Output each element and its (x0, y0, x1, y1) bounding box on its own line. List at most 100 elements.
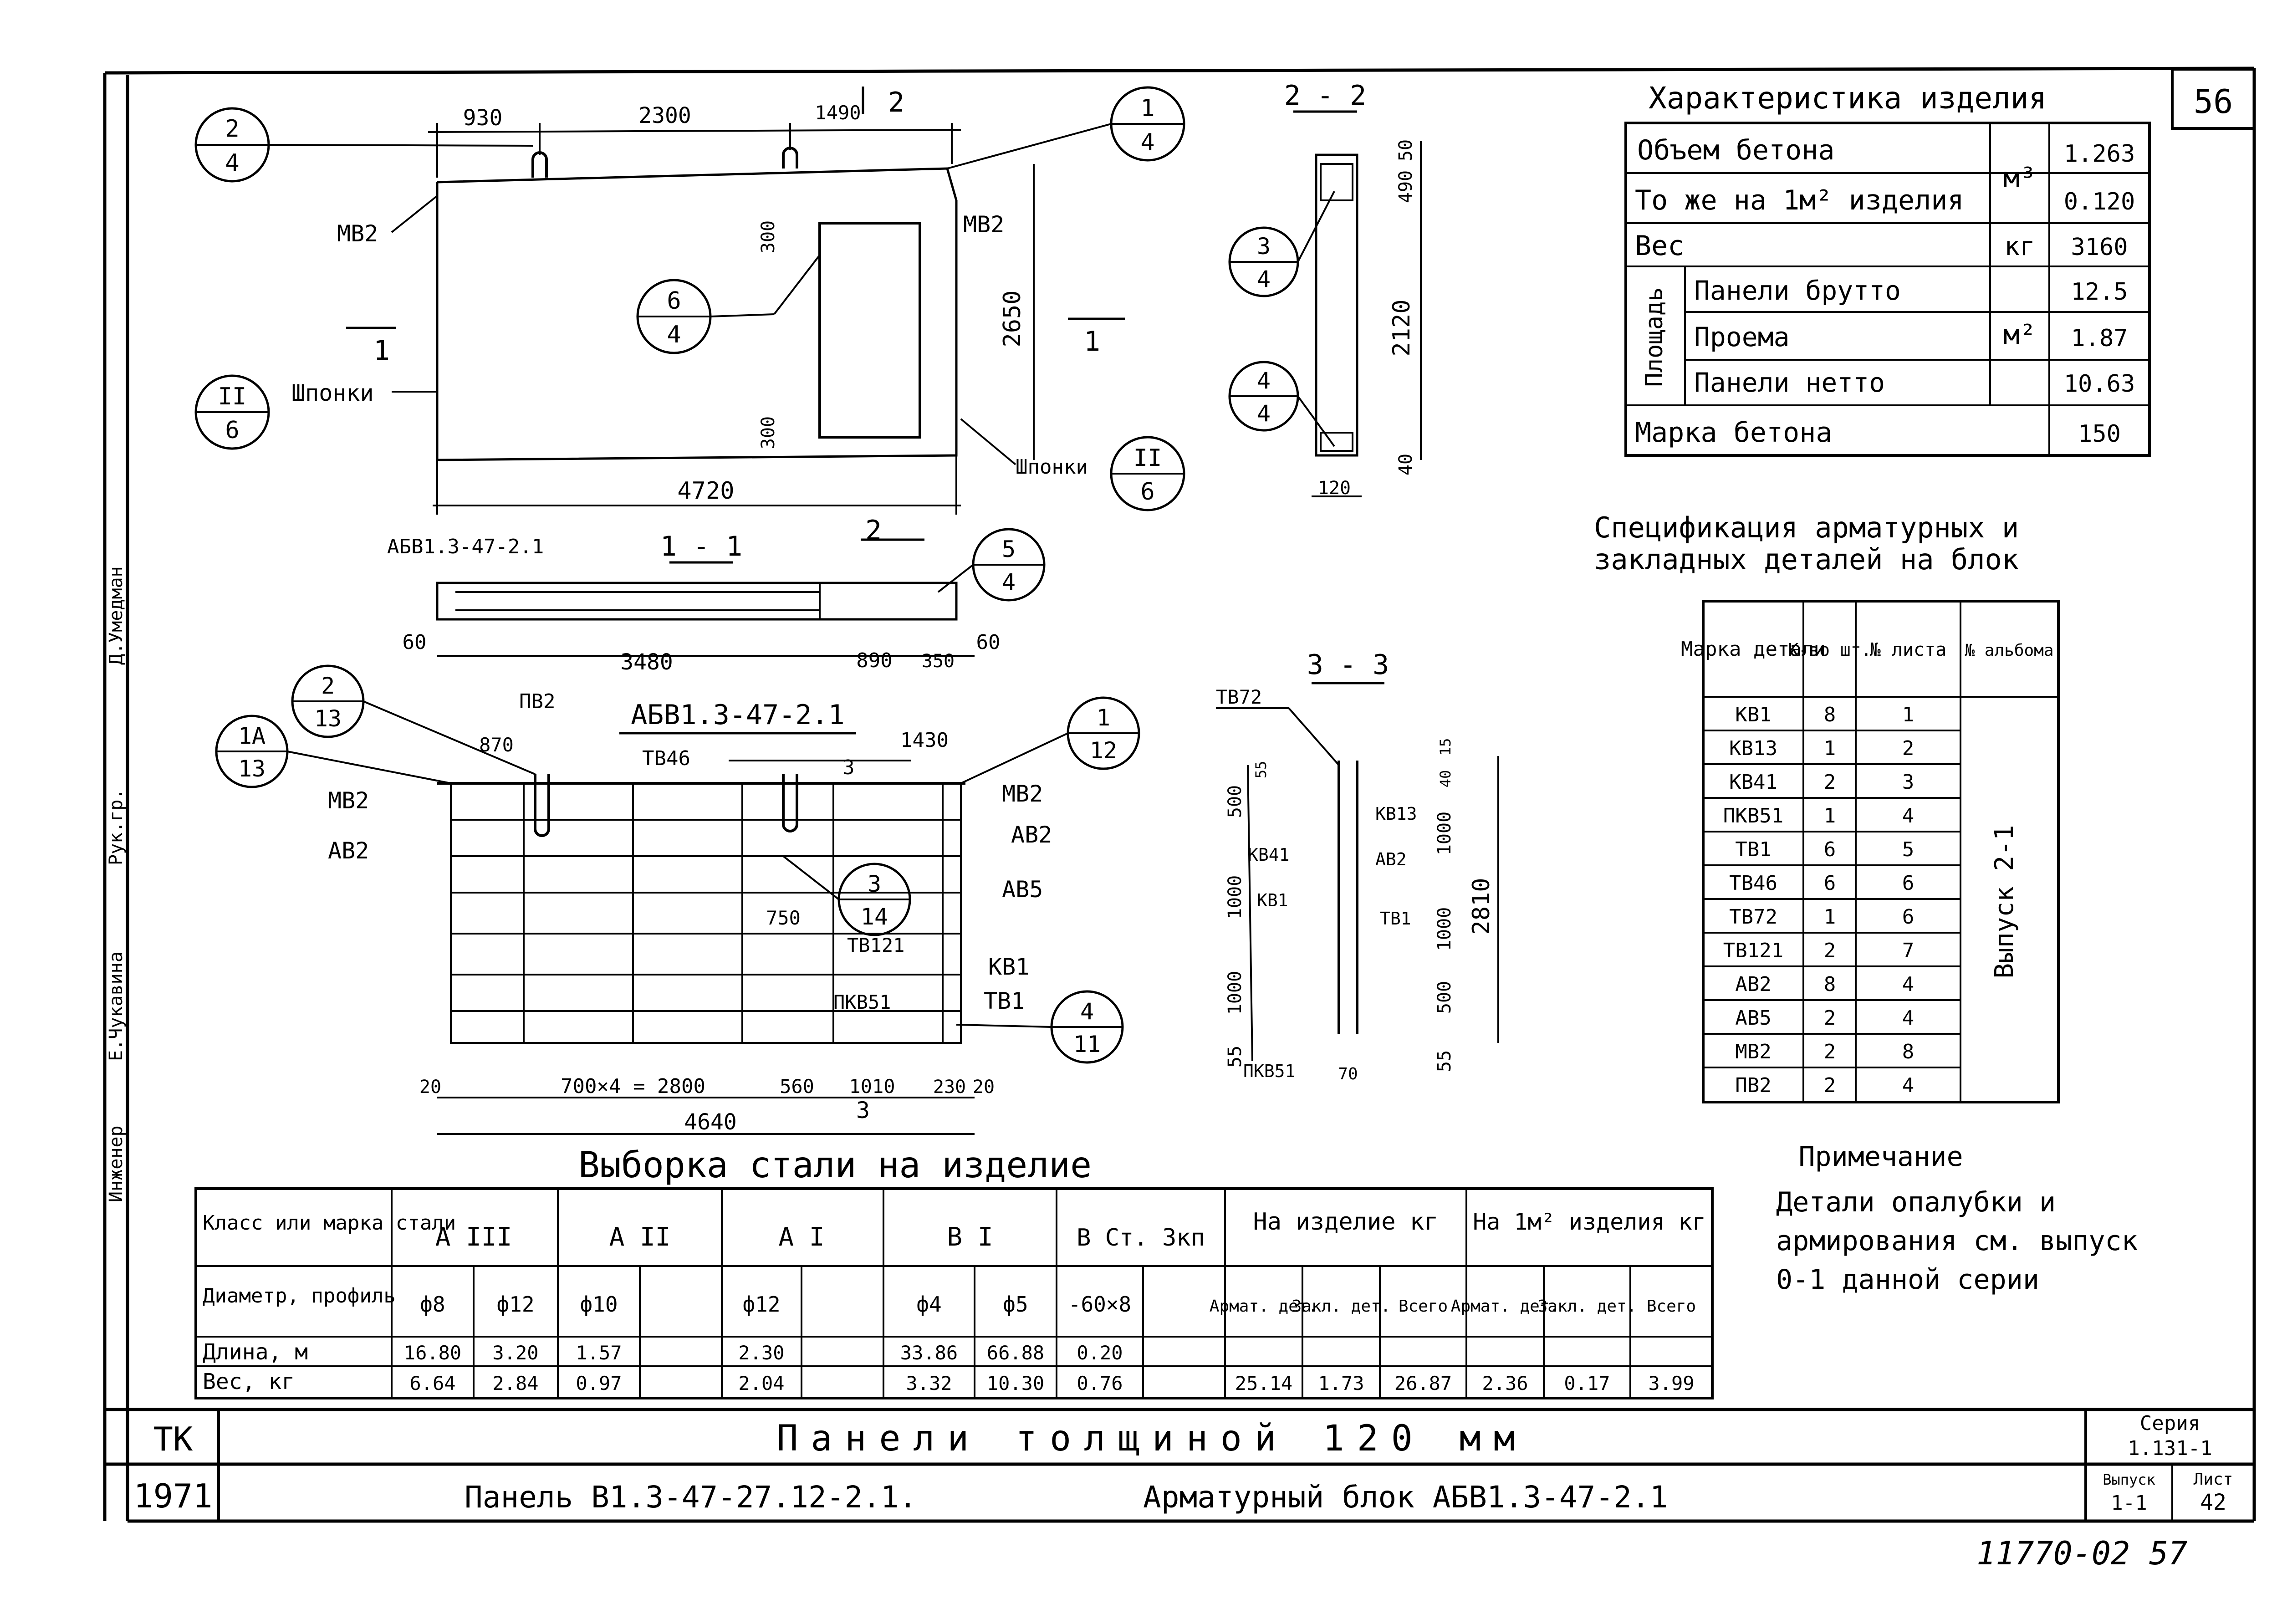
steel-sub-5: Всего (1647, 1297, 1696, 1316)
steel-sub-1: Закл. дет. (1292, 1297, 1391, 1316)
rb-dim-1430: 1430 (900, 729, 949, 752)
rb-label-pv2: ПВ2 (519, 690, 555, 713)
s33-dim-left-1000-a: 1000 (1225, 875, 1246, 919)
plan-label-mv2-left: МВ2 (337, 220, 378, 247)
specification-table: Спецификация арматурных и закладных дета… (1594, 511, 2060, 1103)
callout-1a-13: 1А 13 (215, 715, 451, 788)
steel-weight-7: 10.30 (987, 1372, 1044, 1394)
stamp-ruk-gr: Рук.гр. (106, 788, 127, 865)
steel-length-4: 2.30 (738, 1342, 784, 1364)
steel-sub-3: Армат. дет. (1451, 1297, 1559, 1316)
callout-4-11: 4 11 (956, 990, 1124, 1064)
steel-per-m2: На 1м² изделия кг (1473, 1209, 1706, 1235)
section-1-1-dim-890: 890 (856, 649, 892, 672)
section-2-2-dim-490: 490 (1395, 170, 1416, 203)
note: Примечание Детали опалубки и армирования… (1776, 1141, 2138, 1296)
rb-dim-20-right: 20 (973, 1077, 995, 1098)
callout-2-4-num: 2 (225, 115, 239, 143)
title-tk: ТК (153, 1420, 193, 1458)
callout-2-13: 2 13 (291, 664, 536, 775)
callout-6-4: 6 4 (636, 254, 821, 354)
plan-view: 930 2300 1490 2 4720 2650 300 300 МВ2 МВ… (194, 86, 1185, 515)
rb-label-tv121: ТВ121 (847, 934, 904, 956)
plan-dim-opening-bottom: 300 (758, 416, 779, 449)
characteristics-table: Характеристика изделия Объем бетона м³ 1… (1624, 81, 2151, 457)
spec-row-8-mark: АВ2 (1735, 973, 1771, 996)
spec-row-10-qty: 2 (1824, 1040, 1836, 1063)
callout-3-4: 3 4 (1228, 191, 1335, 297)
section-1-1-mark: 2 (865, 515, 882, 546)
char-row-3-unit: м² (2003, 319, 2036, 351)
s33-dim-total: 2810 (1468, 878, 1495, 935)
callout-2-13-den: 13 (314, 705, 342, 732)
section-1-1-title: 1 - 1 (660, 531, 743, 562)
rb-dim-20-left: 20 (419, 1077, 441, 1098)
title-line2a: Панель В1.3-47-27.12-2.1. (465, 1480, 917, 1515)
char-row-6-label: Марка бетона (1635, 417, 1832, 449)
char-row-1-value: 0.120 (2064, 188, 2135, 215)
char-row-0-value: 1.263 (2064, 140, 2135, 168)
callout-4-4-num: 4 (1257, 368, 1271, 394)
callout-2-4: 2 4 (194, 107, 533, 183)
steel-diam-1: ф12 (496, 1292, 534, 1317)
s33-label-kv13: КВ13 (1375, 804, 1417, 824)
section-2-2-dim-120: 120 (1318, 478, 1351, 499)
steel-total-2: 26.87 (1394, 1372, 1452, 1394)
char-area-group: Площадь (1641, 287, 1668, 387)
steel-table: Выборка стали на изделие Класс или марка… (194, 1145, 1714, 1399)
callout-1-12-den: 12 (1090, 737, 1117, 764)
steel-wt-label: Вес, кг (203, 1369, 295, 1394)
section-2-2-dim-50: 50 (1395, 139, 1416, 161)
spec-title-2: закладных деталей на блок (1594, 543, 2019, 576)
steel-length-2: 1.57 (576, 1342, 622, 1364)
steel-weight-1: 2.84 (492, 1372, 538, 1394)
s33-dim-left-1000-b: 1000 (1225, 971, 1246, 1015)
spec-row-3-qty: 1 (1824, 804, 1836, 827)
callout-1-4-num: 1 (1140, 95, 1154, 122)
spec-row-9-qty: 2 (1824, 1006, 1836, 1030)
plan-section-mark-left: 1 (373, 335, 390, 367)
callout-4-11-den: 11 (1073, 1031, 1101, 1057)
spec-row-7-sheet: 7 (1902, 939, 1915, 962)
section-3-3: 3 - 3 ТВ72 КВ13 КВ41 АВ2 КВ1 ТВ1 ПКВ51 5… (1216, 649, 1499, 1083)
rb-label-pkv51: ПКВ51 (833, 991, 891, 1013)
spec-row-0-mark: КВ1 (1735, 703, 1771, 726)
rb-label-kv1: КВ1 (988, 954, 1029, 980)
s33-dim-right-1000-a: 1000 (1434, 812, 1455, 855)
characteristics-title: Характеристика изделия (1649, 81, 2047, 116)
spec-row-2-mark: КВ41 (1729, 771, 1777, 794)
callout-1-12-num: 1 (1097, 705, 1110, 731)
char-row-2-label: Вес (1635, 230, 1684, 262)
steel-diam-4: ф12 (742, 1292, 780, 1317)
s33-dim-right-15: 15 (1437, 738, 1454, 756)
char-row-5-label: Панели нетто (1694, 367, 1885, 398)
section-3-3-title: 3 - 3 (1307, 649, 1389, 681)
plan-label-shponki-right: Шпонки (1016, 455, 1088, 479)
callout-5-4: 5 4 (937, 528, 1046, 602)
spec-row-7-mark: ТВ121 (1723, 939, 1783, 962)
steel-len-label: Длина, м (203, 1339, 308, 1365)
callout-1a-13-num: 1А (238, 723, 265, 749)
steel-diam-header: Диаметр, профиль (203, 1284, 396, 1307)
callout-ii-6-left: II 6 (194, 374, 270, 450)
section-2-2-dim-40: 40 (1395, 454, 1416, 475)
spec-album: Выпуск 2-1 (1990, 825, 2019, 978)
steel-diam-0: ф8 (420, 1292, 445, 1317)
s33-label-pkv51: ПКВ51 (1243, 1061, 1295, 1081)
callout-5-4-den: 4 (1002, 569, 1016, 595)
steel-length-0: 16.80 (404, 1342, 461, 1364)
steel-weight-0: 6.64 (409, 1372, 455, 1394)
section-1-1-label: АБВ1.3-47-2.1 (387, 535, 544, 558)
callout-1-4: 1 4 (947, 86, 1185, 169)
steel-total-0: 25.14 (1235, 1372, 1292, 1394)
s33-dim-right-40: 40 (1437, 770, 1454, 788)
rebar-block: АБВ1.3-47-2.1 ПВ2 ТВ46 МВ2 АВ2 МВ2 АВ2 А… (215, 664, 1140, 1135)
rb-label-tv1: ТВ1 (984, 988, 1025, 1014)
callout-1-4-den: 4 (1140, 129, 1154, 156)
steel-diam-8: -60×8 (1068, 1292, 1131, 1317)
spec-row-11-sheet: 4 (1902, 1074, 1915, 1097)
spec-row-8-qty: 8 (1824, 973, 1836, 996)
